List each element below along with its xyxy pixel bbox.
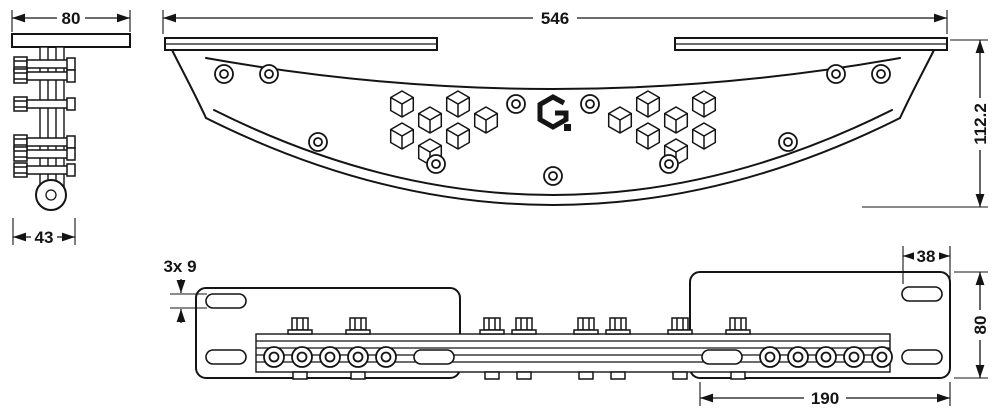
washer xyxy=(214,64,234,84)
washer xyxy=(308,132,328,152)
bottom-view: 3x 9 38 80 xyxy=(163,246,990,408)
washer xyxy=(543,166,563,186)
dim-plate-height-label: 80 xyxy=(971,316,990,335)
side-roller xyxy=(35,179,67,211)
slot-hole xyxy=(901,286,943,302)
brand-logo-icon xyxy=(537,94,571,131)
washer xyxy=(291,346,313,368)
washer xyxy=(375,346,397,368)
dim-side-body-depth: 43 xyxy=(12,218,76,247)
washer xyxy=(263,346,285,368)
dim-plate-span: 190 xyxy=(699,382,951,408)
iso-cube xyxy=(445,122,471,150)
washer xyxy=(871,64,891,84)
slot-callout: 3x 9 xyxy=(163,257,207,323)
iso-cube xyxy=(607,106,633,134)
dim-front-width: 546 xyxy=(162,9,948,34)
dim-front-height: 112.2 xyxy=(862,39,990,208)
iso-cube xyxy=(635,90,661,118)
dim-plate-height: 80 xyxy=(954,271,990,379)
washer xyxy=(871,346,893,368)
iso-cube xyxy=(473,106,499,134)
washer xyxy=(506,94,526,114)
dim-front-height-label: 112.2 xyxy=(971,103,990,145)
slot-hole xyxy=(901,349,943,365)
iso-cube xyxy=(389,90,415,118)
bracket-body-outline xyxy=(171,49,935,206)
slot-hole xyxy=(205,293,247,309)
washer xyxy=(843,346,865,368)
washer xyxy=(259,64,279,84)
dim-side-flange-width-label: 80 xyxy=(62,9,81,28)
washer xyxy=(659,154,679,174)
washer xyxy=(347,346,369,368)
top-flanges xyxy=(164,37,948,51)
dim-plate-tab-label: 38 xyxy=(917,247,936,266)
dim-front-width-label: 546 xyxy=(541,9,569,28)
side-top-flange xyxy=(11,33,131,48)
iso-cube xyxy=(389,122,415,150)
side-roller-bore xyxy=(45,189,57,201)
iso-cube xyxy=(635,122,661,150)
iso-cube xyxy=(417,106,443,134)
side-view: 80 43 xyxy=(11,9,131,247)
washer xyxy=(759,346,781,368)
slot-hole xyxy=(701,349,743,365)
washer xyxy=(815,346,837,368)
washer xyxy=(319,346,341,368)
iso-cube xyxy=(445,90,471,118)
slot-callout-label: 3x 9 xyxy=(163,257,196,276)
dim-plate-span-label: 190 xyxy=(811,389,839,408)
slot-hole xyxy=(413,349,455,365)
washer xyxy=(826,64,846,84)
front-view: 546 xyxy=(162,9,990,208)
dim-side-body-depth-label: 43 xyxy=(35,228,54,247)
slot-hole xyxy=(205,349,247,365)
washer xyxy=(426,154,446,174)
dim-plate-tab: 38 xyxy=(902,246,951,284)
iso-cube xyxy=(691,122,717,150)
washer xyxy=(787,346,809,368)
iso-cube xyxy=(663,106,689,134)
washer xyxy=(778,132,798,152)
hex-cube-pattern-right xyxy=(607,90,717,166)
washer xyxy=(580,94,600,114)
iso-cube xyxy=(691,90,717,118)
hex-cube-pattern-left xyxy=(389,90,499,166)
dim-side-flange-width: 80 xyxy=(11,9,131,32)
